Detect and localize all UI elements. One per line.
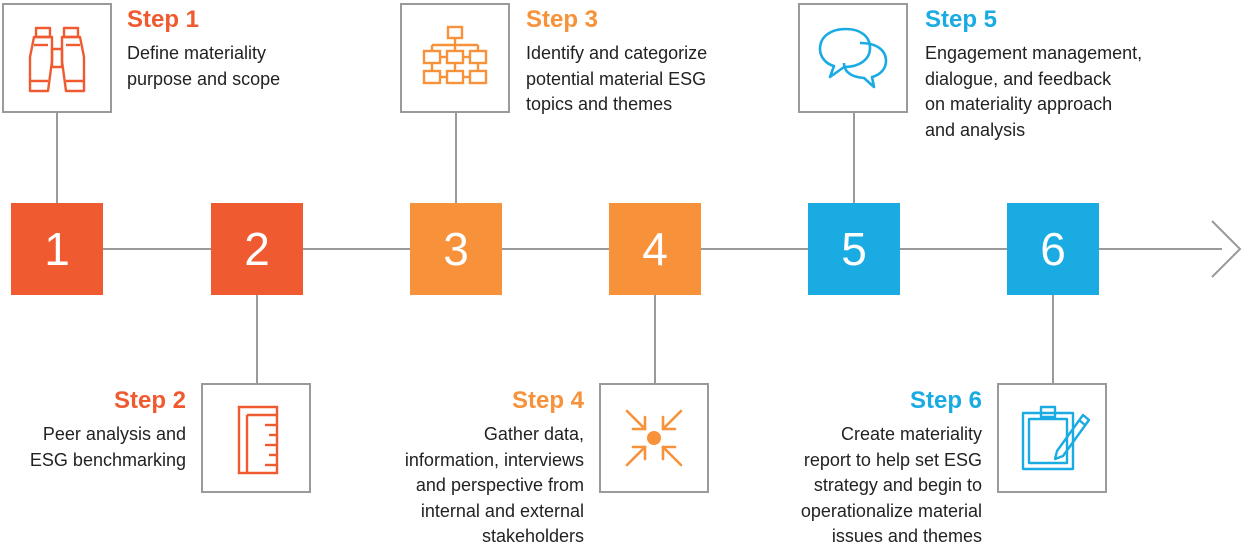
step-2-desc-line: ESG benchmarking [29, 449, 186, 470]
org-chart-icon [422, 25, 488, 85]
step-6-icon-box [997, 383, 1107, 493]
step-4-title: Step 4 [511, 387, 584, 414]
step-number-box-1: 1 [11, 203, 103, 295]
speech-bubbles-icon [818, 27, 888, 89]
step-1-desc-line: purpose and scope [127, 68, 281, 89]
step-number-box-6: 6 [1007, 203, 1099, 295]
step-3-text: Step 3 Identify and categorize potential… [526, 6, 707, 118]
step-4-icon-box [599, 383, 709, 493]
step-6-desc-line: report to help set ESG [803, 449, 982, 470]
step-number-box-3: 3 [410, 203, 502, 295]
connector-line-6 [1052, 294, 1054, 384]
step-number-box-4: 4 [609, 203, 701, 295]
step-number-box-5: 5 [808, 203, 900, 295]
step-1-text: Step 1 Define materiality purpose and sc… [127, 6, 280, 92]
step-1-title: Step 1 [127, 6, 200, 33]
step-5-desc-line: Engagement management, [925, 43, 1143, 63]
step-6-desc-line: issues and themes [831, 526, 982, 546]
step-6-text: Step 6 Create materiality report to help… [801, 387, 982, 550]
step-2-title: Step 2 [113, 387, 186, 414]
step-number-box-2: 2 [211, 203, 303, 295]
step-3-desc-line: Identify and categorize [526, 43, 708, 63]
step-1-icon-box [2, 3, 112, 113]
timeline-arrowhead-icon [1211, 220, 1242, 278]
step-4-desc-line: information, interviews [404, 449, 584, 470]
step-6-desc-line: strategy and begin to [813, 475, 982, 495]
converge-arrows-icon [625, 409, 683, 467]
step-6-title: Step 6 [909, 387, 982, 414]
connector-line-4 [654, 294, 656, 384]
step-2-icon-box [201, 383, 311, 493]
step-5-desc-line: and analysis [925, 119, 1026, 140]
connector-line-2 [256, 294, 258, 384]
step-3-desc-line: topics and themes [526, 94, 673, 114]
connector-line-5 [853, 112, 855, 204]
step-5-desc-line: on materiality approach [925, 94, 1113, 114]
connector-line-1 [56, 112, 58, 204]
step-3-title: Step 3 [526, 6, 599, 33]
binoculars-icon [28, 26, 86, 93]
step-2-desc-line: Peer analysis and [42, 424, 186, 444]
ruler-icon [237, 405, 279, 475]
step-4-desc-line: internal and external [420, 500, 584, 521]
step-4-desc-line: and perspective from [415, 475, 584, 495]
step-5-desc-line: dialogue, and feedback [925, 68, 1112, 89]
step-1-desc-line: Define materiality [127, 43, 267, 63]
connector-line-3 [455, 112, 457, 204]
step-6-desc-line: Create materiality [840, 424, 982, 444]
step-5-icon-box [798, 3, 908, 113]
step-4-desc-line: stakeholders [481, 526, 584, 546]
step-5-title: Step 5 [925, 6, 998, 33]
step-4-desc-line: Gather data, [483, 424, 584, 444]
step-3-desc-line: potential material ESG [526, 68, 707, 89]
step-6-desc-line: operationalize material [800, 500, 982, 521]
step-5-text: Step 5 Engagement management, dialogue, … [925, 6, 1142, 143]
clipboard-pencil-icon [1021, 405, 1091, 471]
step-2-text: Step 2 Peer analysis and ESG benchmarkin… [30, 387, 186, 473]
step-3-icon-box [400, 3, 510, 113]
step-4-text: Step 4 Gather data, information, intervi… [405, 387, 584, 550]
